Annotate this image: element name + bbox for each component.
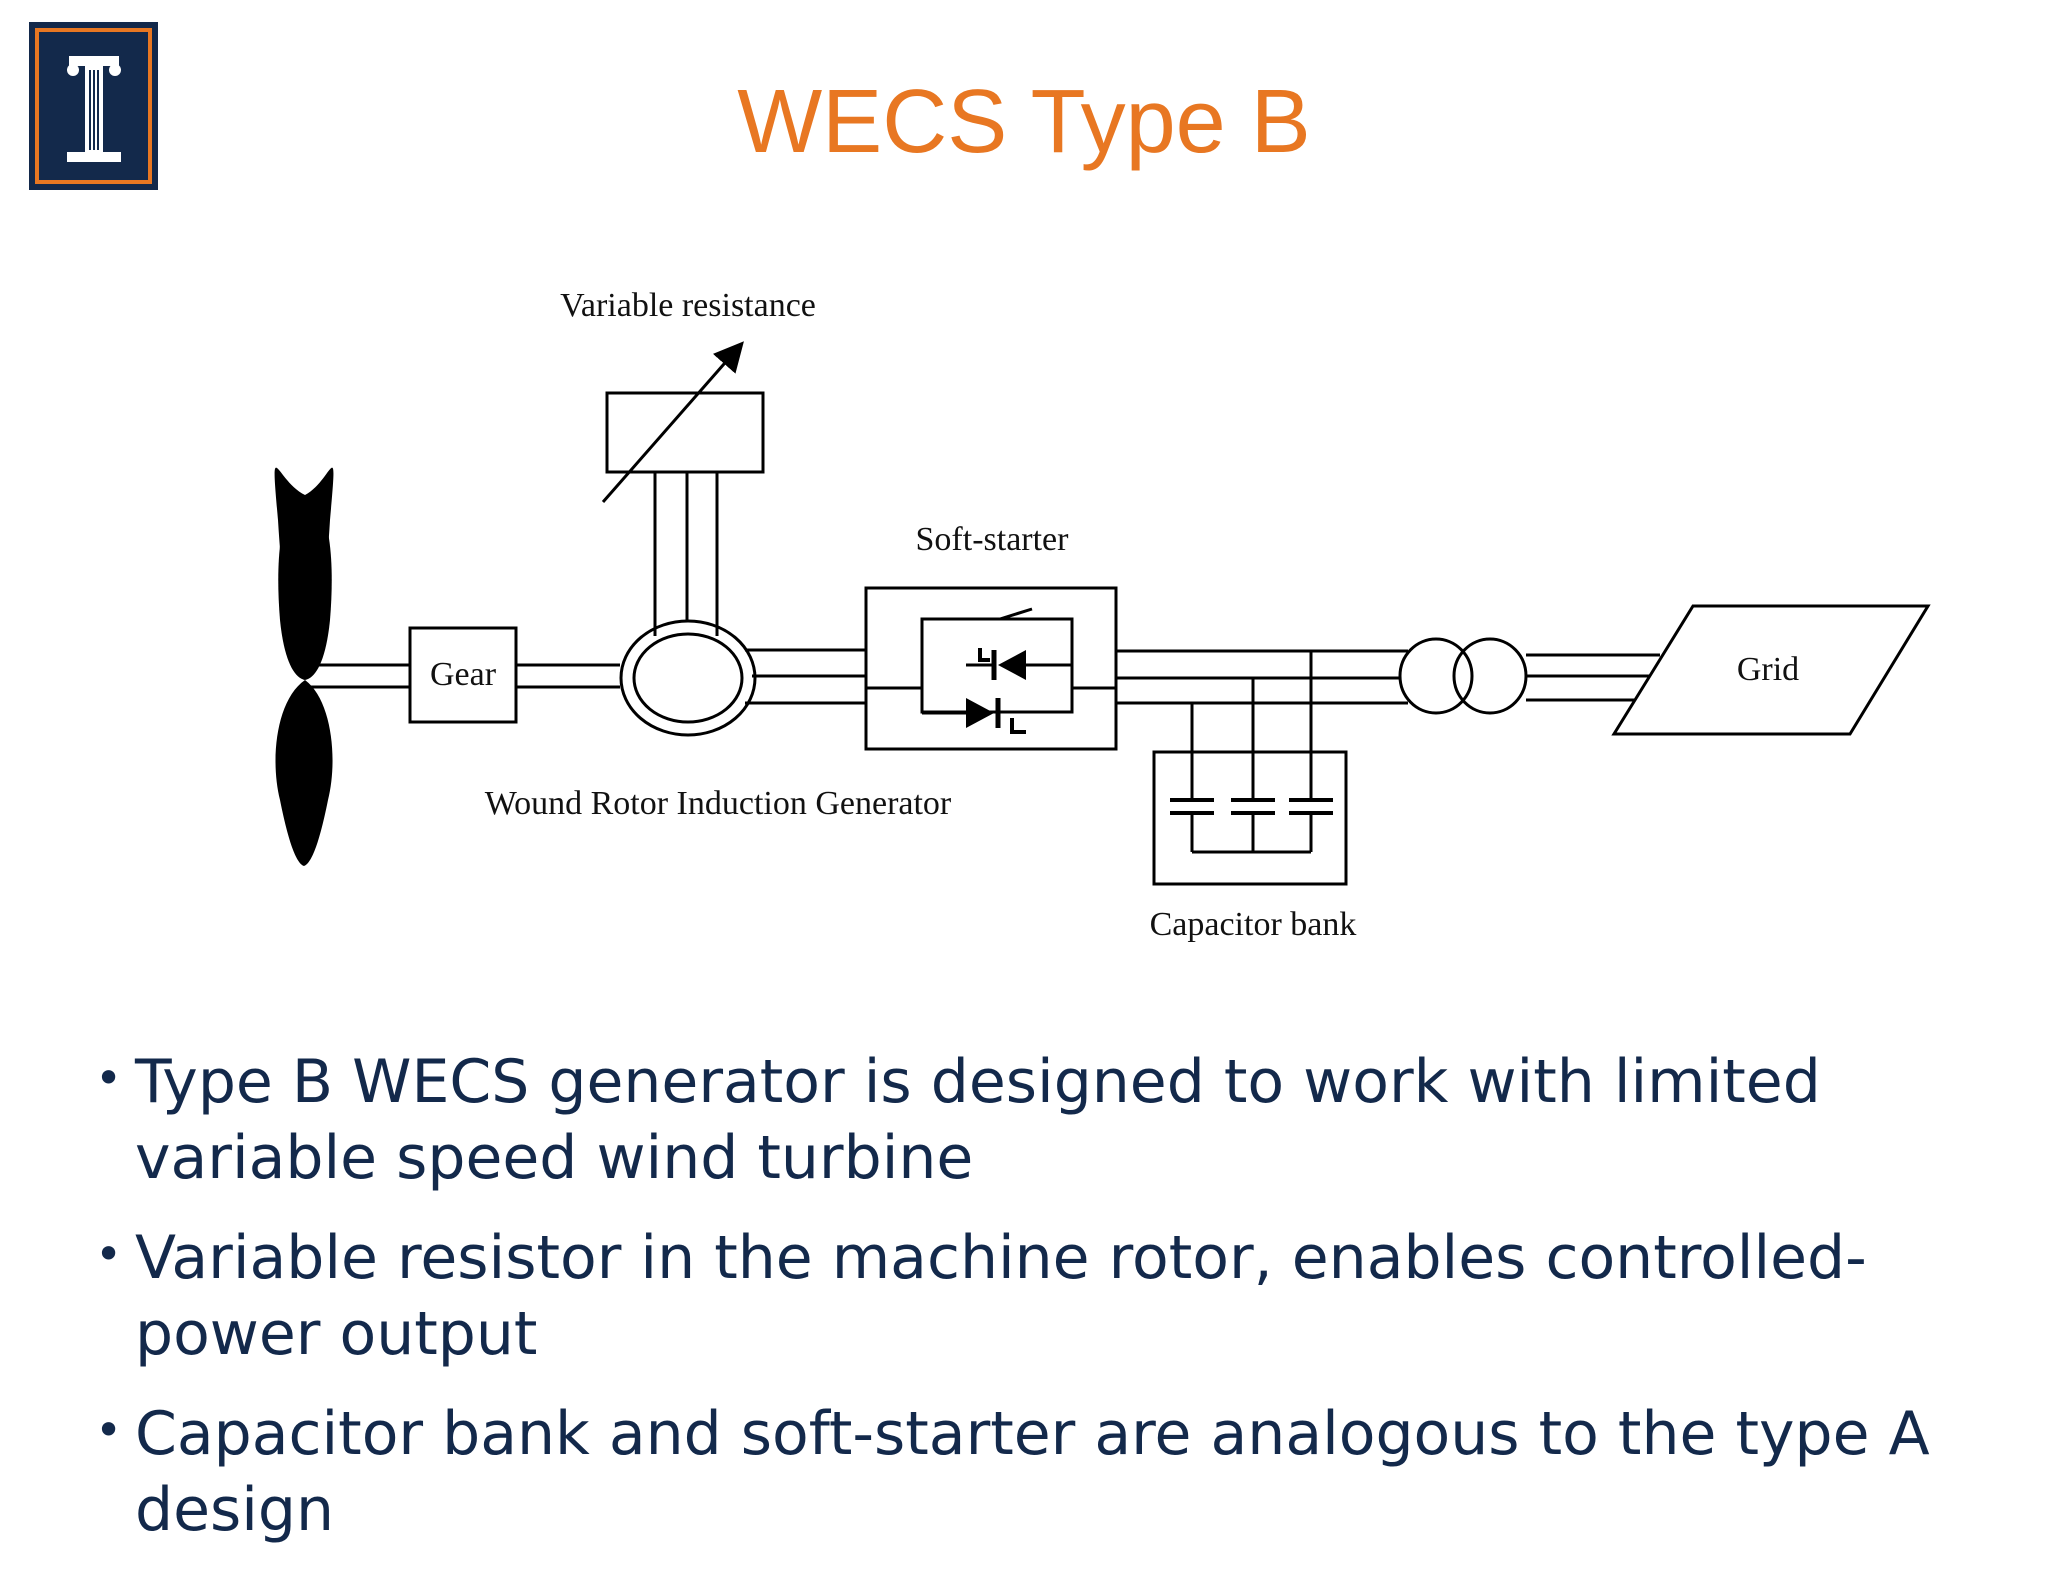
variable-resistance-label: Variable resistance: [560, 287, 816, 324]
wound-rotor-label: Wound Rotor Induction Generator: [485, 785, 952, 822]
grid-symbol: [1611, 604, 1931, 736]
gear-box: [408, 626, 518, 724]
soft-starter-label: Soft-starter: [916, 521, 1070, 558]
capacitor-bank: [1152, 651, 1348, 886]
bullet-list: Type B WECS generator is designed to wor…: [95, 1040, 2040, 1572]
bullet-item: Type B WECS generator is designed to wor…: [95, 1040, 2040, 1196]
transformer: [1398, 637, 1528, 715]
illinois-block-i-icon: [29, 22, 158, 190]
grid-label: Grid: [1737, 651, 1799, 688]
capacitor-bank-label: Capacitor bank: [1150, 906, 1357, 943]
bullet-item: Variable resistor in the machine rotor, …: [95, 1216, 2040, 1372]
wecs-type-b-diagram: Gear Variable resistance Soft-start: [274, 287, 1931, 943]
gear-label: Gear: [430, 656, 497, 693]
soft-starter: [864, 586, 1118, 751]
bullet-item: Capacitor bank and soft-starter are anal…: [95, 1392, 2040, 1548]
variable-resistance-box: [605, 391, 765, 474]
wound-rotor-generator: [619, 619, 757, 737]
slide-title: WECS Type B: [737, 72, 1311, 172]
